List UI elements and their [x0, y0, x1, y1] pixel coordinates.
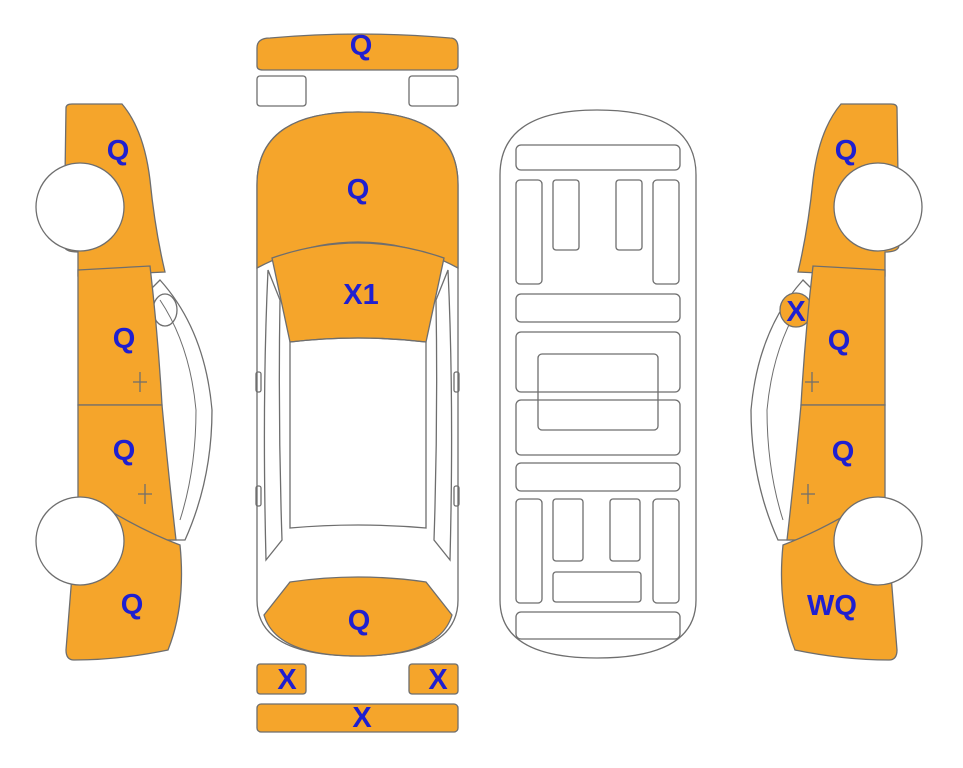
rear-light-left-panel[interactable] — [256, 663, 307, 695]
underbody-outline — [499, 109, 697, 659]
underbody-part — [515, 179, 543, 285]
right-door-handle — [801, 484, 815, 504]
roof-outline — [289, 337, 427, 529]
label-front-bumper: Q — [349, 30, 373, 62]
label-windshield: X1 — [343, 279, 379, 311]
label-hood: Q — [346, 174, 370, 206]
underbody-part — [515, 611, 681, 640]
left-side-roofline — [159, 299, 197, 521]
label-left-front-fender: Q — [106, 135, 130, 167]
trunk-panel[interactable] — [263, 576, 453, 657]
left-door-handle — [133, 372, 147, 392]
underbody-part — [615, 179, 643, 251]
side-window-left — [263, 269, 283, 562]
underbody-part — [537, 353, 659, 431]
underbody-part — [515, 144, 681, 171]
headlight-right — [408, 75, 459, 107]
left-door-handle — [138, 484, 152, 504]
underbody-part — [515, 498, 543, 604]
underbody-part — [609, 498, 641, 562]
right-door-handle — [805, 372, 819, 392]
underbody-part — [652, 179, 680, 285]
left-front-wheel — [35, 162, 125, 252]
label-rear-light-left: X — [277, 664, 297, 696]
label-rear-light-right: X — [428, 664, 448, 696]
underbody-part — [515, 399, 681, 456]
left-mirror — [152, 293, 178, 327]
label-left-rear-door: Q — [112, 435, 136, 467]
label-right-rear-quarter: WQ — [807, 590, 857, 622]
label-rear-bumper: X — [352, 702, 372, 734]
label-right-front-door: Q — [827, 325, 851, 357]
right-side-roofline — [766, 299, 804, 521]
underbody-part — [515, 331, 681, 393]
mirror-top-right — [453, 371, 460, 393]
rear-light-right-panel[interactable] — [408, 663, 459, 695]
label-right-mirror: X — [786, 296, 806, 328]
right-rear-wheel — [833, 496, 923, 586]
front-bumper-panel[interactable] — [256, 33, 459, 71]
label-left-rear-quarter: Q — [120, 589, 144, 621]
handle-top-left — [255, 485, 262, 507]
underbody-part — [552, 179, 580, 251]
side-window-right — [433, 269, 453, 562]
right-side-greenhouse — [750, 279, 814, 541]
mirror-top-left — [255, 371, 262, 393]
rear-bumper-panel[interactable] — [256, 703, 459, 733]
handle-top-right — [453, 485, 460, 507]
underbody-part — [652, 498, 680, 604]
underbody-part — [552, 498, 584, 562]
left-rear-wheel — [35, 496, 125, 586]
left-side-greenhouse — [149, 279, 213, 541]
underbody-part — [552, 571, 642, 603]
headlight-left — [256, 75, 307, 107]
right-front-wheel — [833, 162, 923, 252]
underbody-part — [515, 293, 681, 323]
underbody-part — [515, 462, 681, 492]
label-right-front-fender: Q — [834, 135, 858, 167]
label-left-front-door: Q — [112, 323, 136, 355]
label-right-rear-door: Q — [831, 436, 855, 468]
label-trunk: Q — [347, 605, 371, 637]
